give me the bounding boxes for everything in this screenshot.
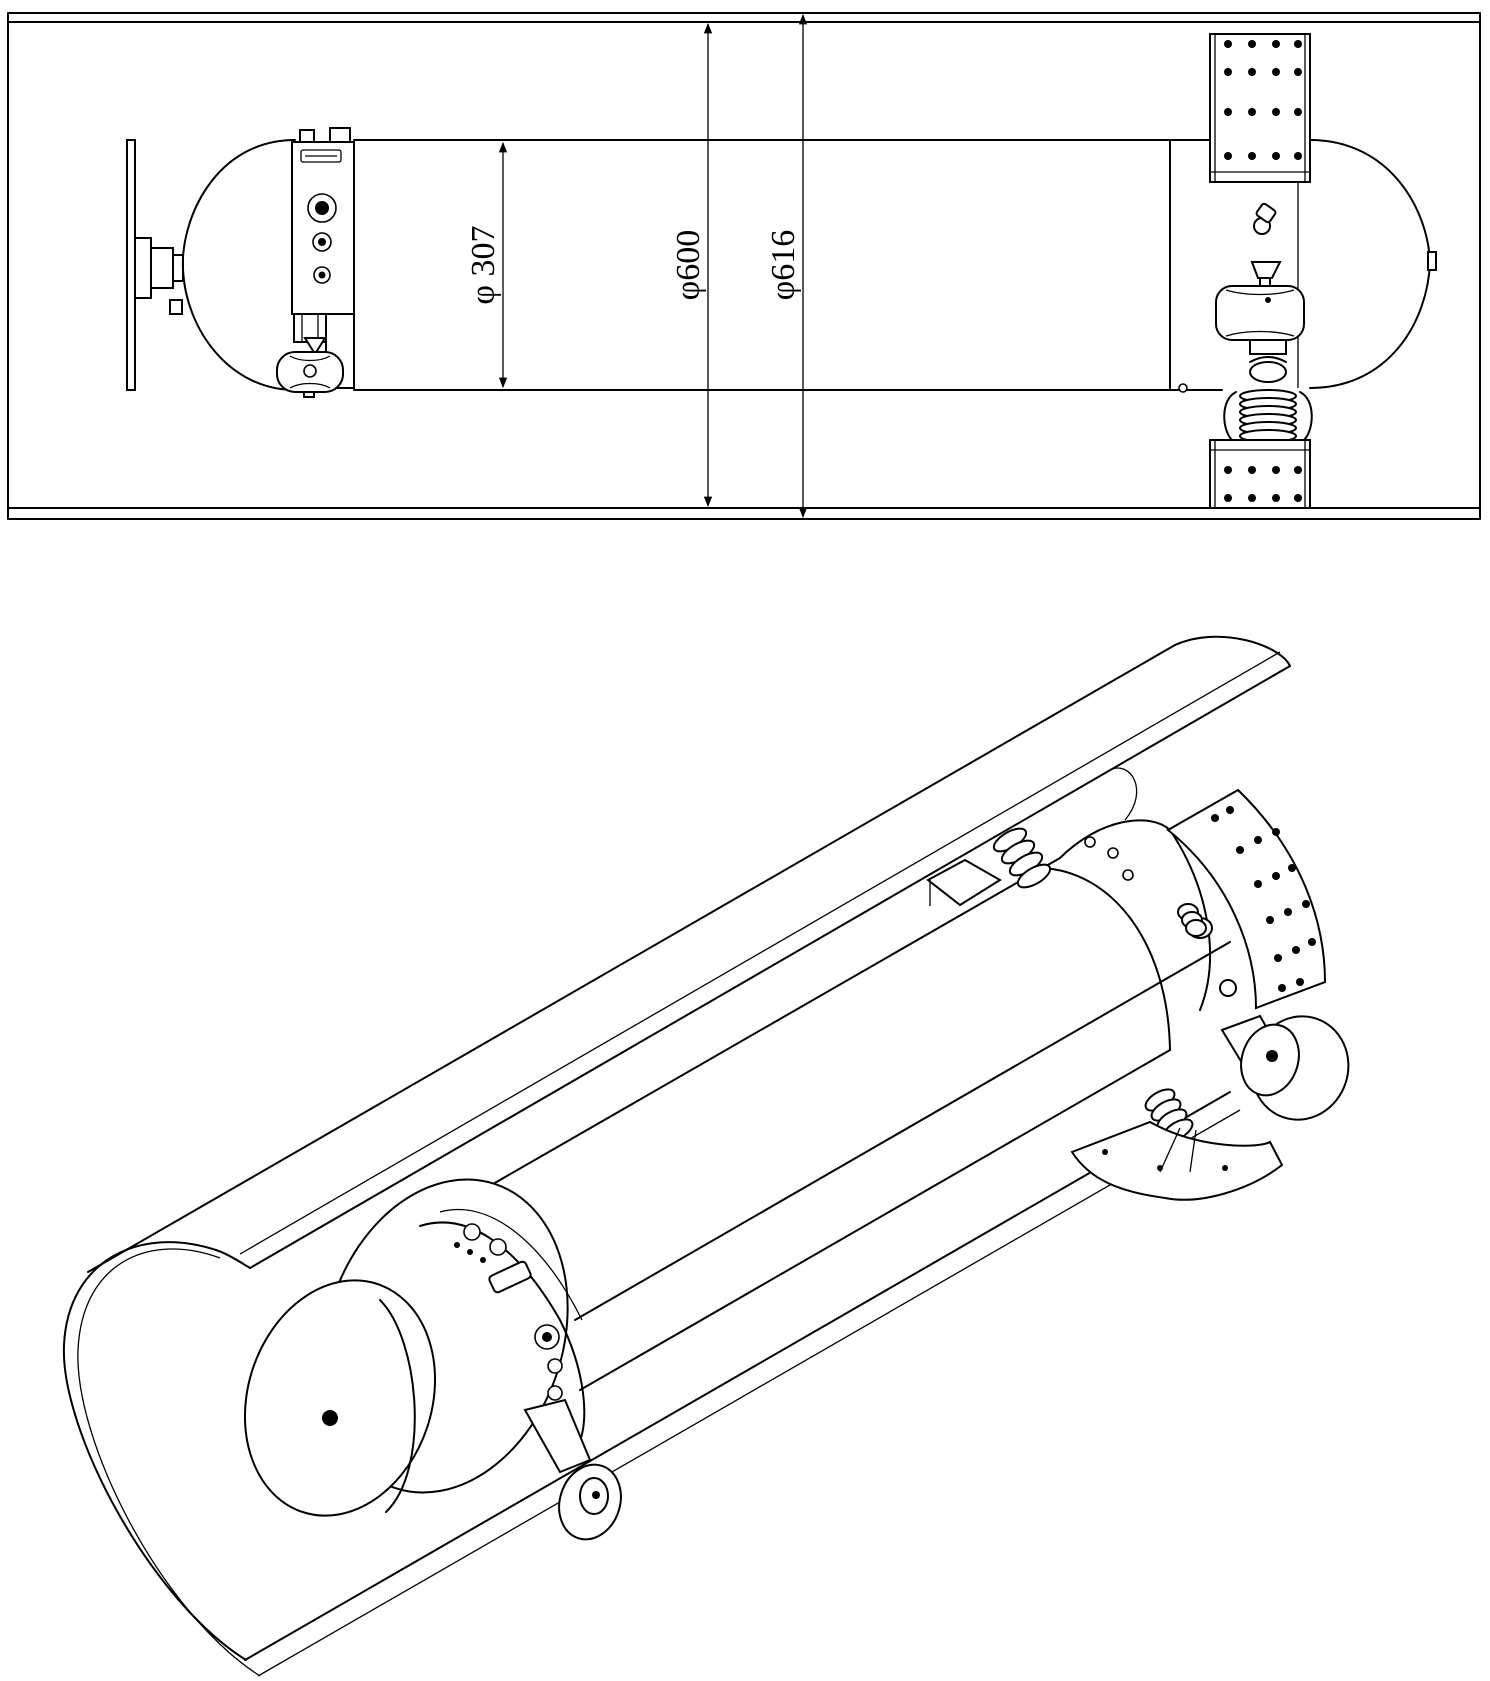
iso-upper-spring <box>992 827 1052 889</box>
front-flange-disk <box>126 139 184 391</box>
rear-dome <box>1309 139 1431 389</box>
iso-upper-contact-pad <box>1166 788 1327 1010</box>
iso-rear-module <box>926 788 1350 1201</box>
pipe-bottom-edge <box>244 1091 1231 1661</box>
pipe-top-edge <box>87 644 1176 1273</box>
side-view: φ 307 φ600 φ616 <box>7 12 1481 520</box>
iso-lower-contact-pad <box>1070 1120 1284 1201</box>
dimension-label-616: φ616 <box>765 230 802 301</box>
main-body <box>353 139 1223 393</box>
front-dome <box>181 139 296 391</box>
dimension-lines <box>498 13 808 519</box>
pipe-outline <box>7 12 1481 520</box>
dimension-label-307: φ 307 <box>465 225 502 304</box>
front-sensor-ring <box>276 127 355 398</box>
iso-front-sensor-ring <box>419 1208 622 1541</box>
iso-main-body <box>419 857 1171 1391</box>
rear-module <box>1209 33 1437 509</box>
upper-contact-pad <box>1209 33 1311 183</box>
pipe-cut-section <box>62 1241 251 1661</box>
iso-front-flange <box>243 1279 437 1517</box>
isometric-view <box>62 635 1350 1677</box>
suspension-spring <box>1239 389 1297 443</box>
dimension-label-600: φ600 <box>670 230 707 301</box>
